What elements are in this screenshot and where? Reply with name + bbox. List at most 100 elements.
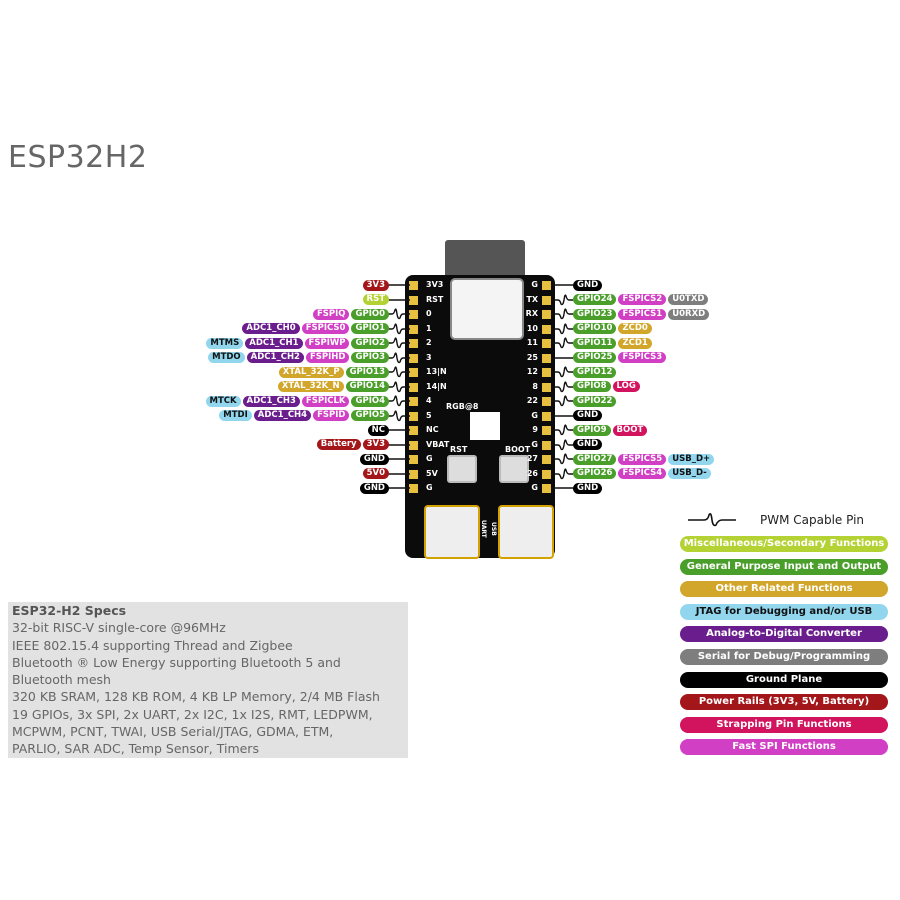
pin-label-strap: LOG [612, 381, 640, 392]
pin-label-misc: RST [362, 294, 389, 305]
pin-label-power: 3V3 [362, 439, 389, 450]
spec-line: 19 GPIOs, 3x SPI, 2x UART, 2x I2C, 1x I2… [12, 706, 373, 722]
pin-label-power: 3V3 [362, 279, 389, 291]
pin-number: 11 [526, 338, 538, 347]
wire [388, 472, 410, 475]
pin-label-spi: FSPICS2 [618, 294, 667, 305]
pin-label-jtag: MTDI [219, 410, 252, 421]
pin-pad [409, 368, 418, 377]
wire [388, 429, 410, 431]
pin-label-gpio: GPIO22 [573, 395, 617, 407]
boot-button[interactable] [499, 455, 529, 483]
wire [388, 458, 410, 460]
pwm-wire-icon [551, 467, 573, 479]
pin-number: 3 [426, 352, 432, 362]
usb-c-uart-port[interactable] [424, 505, 480, 559]
reset-button[interactable] [447, 455, 477, 483]
pwm-wire-icon [551, 322, 573, 334]
legend-item-jtag: JTAG for Debugging and/or USB [680, 603, 888, 620]
pin-label-gpio: GPIO27 [573, 453, 617, 465]
pin-label-serial: U0RXD [668, 308, 710, 320]
pin-pad [542, 339, 551, 348]
pwm-wave-icon [688, 513, 736, 527]
legend-item-power: Power Rails (3V3, 5V, Battery) [680, 694, 888, 711]
pin-number: G [531, 483, 538, 492]
pwm-wire-icon [388, 322, 410, 334]
pin-pad [409, 324, 418, 334]
legend-item-misc: Miscellaneous/Secondary Functions [680, 536, 888, 552]
pin-label-gpio: GPIO1 [351, 323, 389, 334]
pin-label-gnd: GND [359, 482, 389, 494]
pin-pad [409, 281, 418, 290]
pin-row: 3V3 [362, 279, 390, 291]
spec-line: 320 KB SRAM, 128 KB ROM, 4 KB LP Memory,… [12, 689, 380, 705]
pin-number: 10 [526, 323, 538, 333]
pin-label-other: ZCD0 [618, 323, 652, 334]
pin-pad [542, 469, 551, 479]
pin-label-other: ZCD1 [618, 337, 652, 349]
pin-number: NC [426, 425, 439, 434]
pin-pad [409, 440, 418, 450]
pin-pad [542, 324, 551, 334]
pin-number: 22 [526, 396, 538, 405]
uart-label: UART [480, 520, 487, 538]
pin-label-gpio: GPIO4 [351, 395, 389, 407]
pwm-wire-icon [388, 351, 410, 363]
pin-number: G [426, 483, 433, 492]
pin-label-gpio: GPIO12 [573, 366, 617, 378]
pin-number: G [531, 280, 538, 289]
pwm-wire-icon [551, 293, 573, 305]
pin-row: RST [362, 294, 390, 306]
pin-number: TX [526, 294, 538, 304]
rgb-label: RGB@8 [446, 402, 479, 411]
pin-label-adc: ADC1_CH4 [253, 410, 312, 421]
usb-c-usb-port[interactable] [498, 505, 554, 559]
pin-label-jtag: MTCK [205, 395, 241, 407]
pin-pad [542, 295, 551, 305]
pin-label-gpio: GPIO26 [573, 468, 617, 479]
specs-box: ESP32-H2 Specs 32-bit RISC-V single-core… [8, 602, 408, 758]
pin-label-adc: ADC1_CH3 [242, 395, 300, 407]
pin-label-jtag: MTMS [206, 337, 244, 349]
legend-pwm: PWM Capable Pin [680, 508, 888, 532]
pin-label-gpio: GPIO2 [351, 337, 389, 349]
pin-label-other: XTAL_32K_N [277, 381, 344, 392]
wire [551, 284, 573, 286]
pin-label-gpio: GPIO25 [573, 352, 617, 363]
pin-pad [409, 295, 418, 305]
pwm-wire-icon [551, 453, 573, 465]
pin-pad [409, 411, 418, 421]
pin-label-gnd: GND [573, 279, 603, 291]
pin-label-gpio: GPIO14 [345, 381, 389, 392]
pin-number: 4 [426, 396, 432, 405]
pin-label-spi: FSPICLK [301, 395, 350, 407]
pin-label-gpio: GPIO8 [573, 381, 611, 392]
pin-pad [542, 353, 551, 363]
pin-pad [409, 426, 418, 435]
spec-line: MCPWM, PCNT, TWAI, USB Serial/JTAG, GDMA… [12, 724, 334, 740]
pin-number: 25 [526, 352, 538, 362]
pin-label-gpio: GPIO23 [573, 308, 617, 320]
pwm-wire-icon [388, 409, 410, 421]
pin-number: 13|N [426, 367, 447, 376]
pin-pad [542, 310, 551, 319]
pin-label-gpio: GPIO13 [345, 366, 389, 378]
pwm-wire-icon [388, 308, 410, 320]
pin-row: GND [359, 482, 390, 494]
wire [388, 443, 410, 446]
pin-label-strap: BOOT [612, 424, 648, 436]
pwm-wire-icon [388, 337, 410, 349]
pin-label-gnd: GND [359, 453, 389, 465]
pin-label-power: Battery [316, 439, 361, 450]
pin-label-gpio: GPIO3 [351, 352, 389, 363]
